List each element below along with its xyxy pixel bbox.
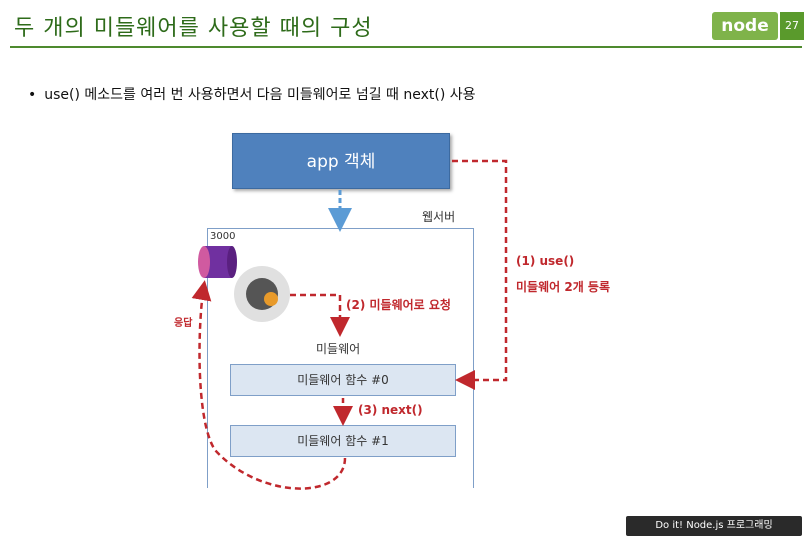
middleware-function-0: 미들웨어 함수 #0 [230,364,456,396]
register-label: 미들웨어 2개 등록 [516,280,610,294]
globe-gear-icon [234,266,290,322]
title-divider [10,46,802,48]
step1-label: (1) use() [516,254,575,268]
web-server-label: 웹서버 [422,210,456,224]
use-registration-arrow [452,159,508,390]
bullet-text: use() 메소드를 여러 번 사용하면서 다음 미들웨어로 넘길 때 next… [44,87,476,103]
bullet-dot-icon: • [28,87,37,103]
request-arrow [290,293,350,337]
page-title: 두 개의 미들웨어를 사용할 때의 구성 [14,16,373,41]
app-object-box: app 객체 [232,133,450,189]
step3-label: (3) next() [358,403,423,417]
nodejs-logo: node [712,12,778,40]
middleware-label: 미들웨어 [316,342,361,356]
footer-badge: Do it! Node.js 프로그래밍 [626,516,802,536]
port-cylinder-icon [198,246,237,278]
page-number: 27 [780,12,804,40]
port-label: 3000 [210,231,236,242]
bullet-item: • use() 메소드를 여러 번 사용하면서 다음 미들웨어로 넘길 때 nex… [28,84,476,104]
response-label: 응답 [174,318,193,329]
middleware-function-1: 미들웨어 함수 #1 [230,425,456,457]
step2-label: (2) 미들웨어로 요청 [346,298,451,312]
